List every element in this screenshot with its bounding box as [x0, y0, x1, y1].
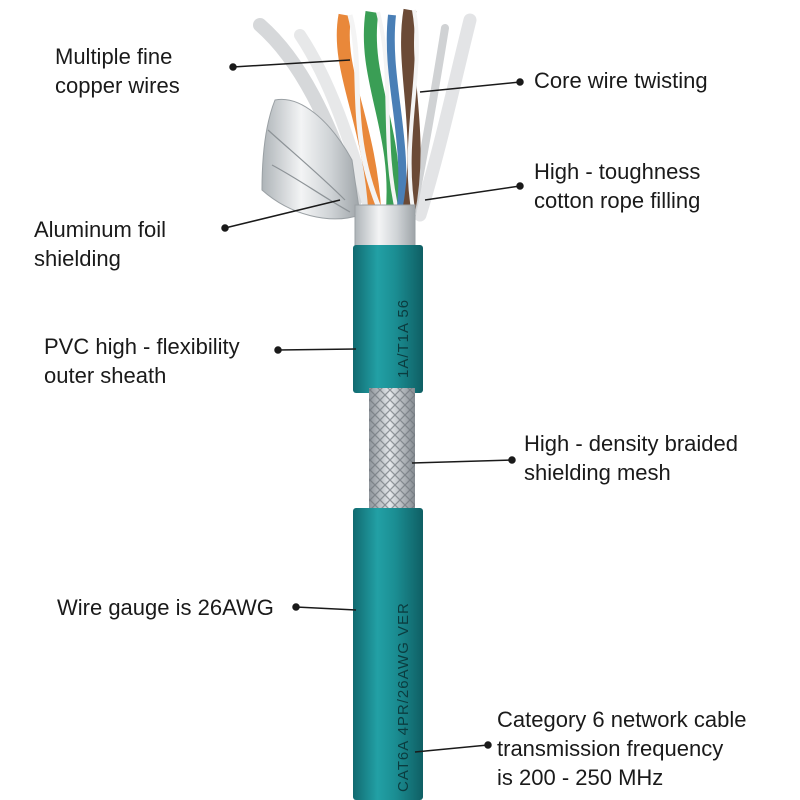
label-gauge: Wire gauge is 26AWG: [57, 593, 274, 622]
label-line: PVC high - flexibility: [44, 334, 240, 359]
twisted-pairs: [336, 8, 421, 217]
label-line: is 200 - 250 MHz: [497, 765, 664, 790]
label-line: outer sheath: [44, 363, 167, 388]
label-line: High - density braided: [524, 431, 739, 456]
aluminum-foil: [261, 98, 416, 248]
label-line: shielding mesh: [524, 460, 671, 485]
sheath-print-upper: 1A/T1A 56: [395, 299, 412, 378]
label-line: transmission frequency: [497, 736, 724, 761]
label-braid: High - density braided shielding mesh: [524, 429, 738, 487]
label-line: High - toughness: [534, 159, 701, 184]
label-line: copper wires: [55, 73, 180, 98]
sheath-print-lower: CAT6A 4PR/26AWG VER: [395, 602, 412, 792]
label-category: Category 6 network cable transmission fr…: [497, 705, 746, 792]
label-foil: Aluminum foil shielding: [34, 215, 166, 273]
label-filling: High - toughness cotton rope filling: [534, 157, 700, 215]
label-copper-wires: Multiple fine copper wires: [55, 42, 180, 100]
label-line: Category 6 network cable: [497, 707, 747, 732]
label-line: Multiple fine: [55, 44, 173, 69]
label-line: Aluminum foil: [34, 217, 167, 242]
lower-sheath: [353, 508, 423, 800]
label-sheath: PVC high - flexibility outer sheath: [44, 332, 240, 390]
label-line: cotton rope filling: [534, 188, 701, 213]
label-line: shielding: [34, 246, 121, 271]
label-twisting: Core wire twisting: [534, 66, 708, 95]
label-line: Core wire twisting: [534, 68, 708, 93]
braided-shield: [369, 388, 415, 508]
upper-sheath: [353, 245, 423, 393]
label-line: Wire gauge is 26AWG: [57, 595, 274, 620]
